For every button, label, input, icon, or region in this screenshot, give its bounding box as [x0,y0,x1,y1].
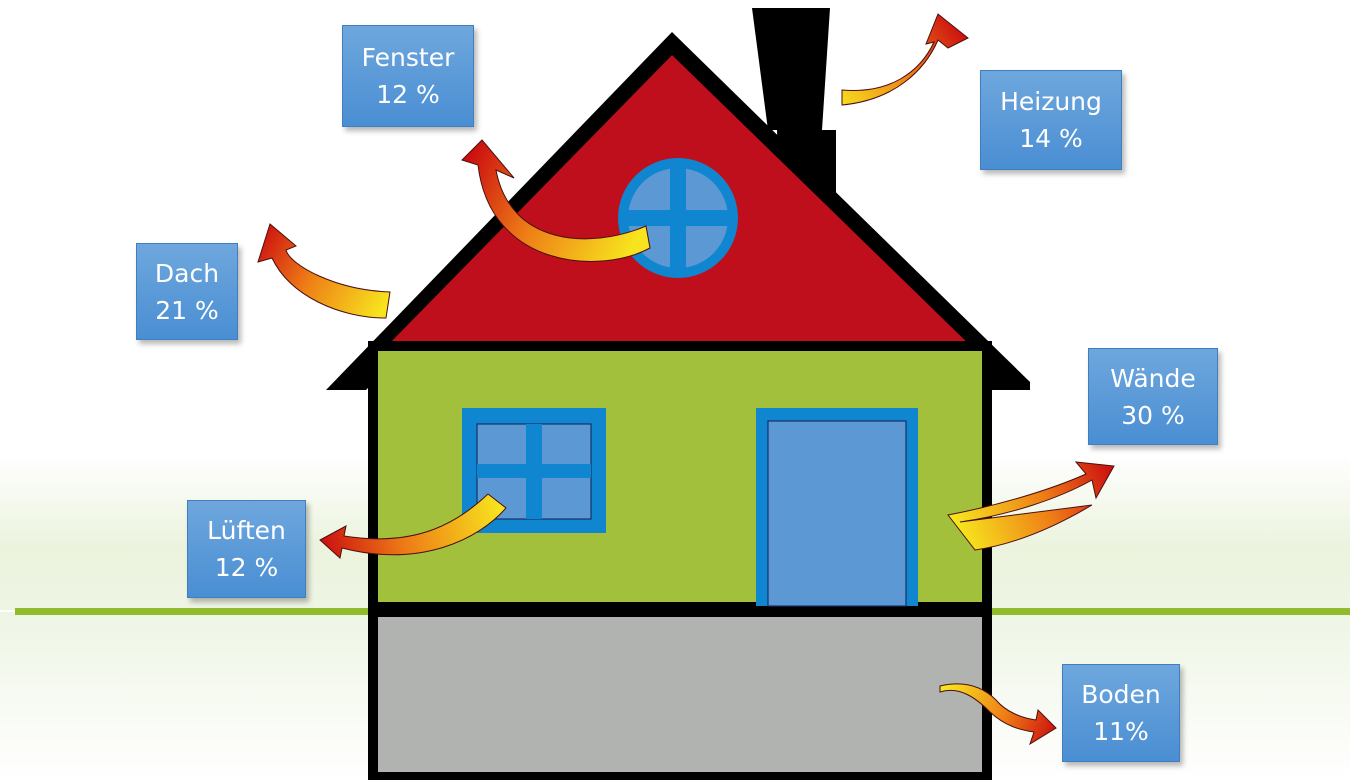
door-icon [756,408,918,606]
label-heizung: Heizung 14 % [980,70,1122,170]
label-fenster-value: 12 % [376,76,440,113]
label-dach-value: 21 % [155,292,219,329]
label-dach-name: Dach [155,255,219,292]
label-dach: Dach 21 % [136,243,238,340]
label-boden-name: Boden [1081,676,1161,713]
label-lueften: Lüften 12 % [187,500,306,598]
heat-arrow-icon [258,224,390,318]
label-waende-value: 30 % [1121,397,1185,434]
label-fenster-name: Fenster [362,39,455,76]
heat-arrow-icon [842,14,968,105]
label-boden: Boden 11% [1062,664,1180,762]
label-lueften-name: Lüften [207,512,286,549]
label-heizung-name: Heizung [1000,83,1102,120]
label-lueften-value: 12 % [215,549,279,586]
basement [373,612,987,777]
label-heizung-value: 14 % [1019,120,1083,157]
round-window-icon [618,158,738,278]
label-waende: Wände 30 % [1088,348,1218,445]
label-boden-value: 11% [1093,713,1149,750]
label-fenster: Fenster 12 % [342,25,474,127]
label-waende-name: Wände [1110,360,1196,397]
